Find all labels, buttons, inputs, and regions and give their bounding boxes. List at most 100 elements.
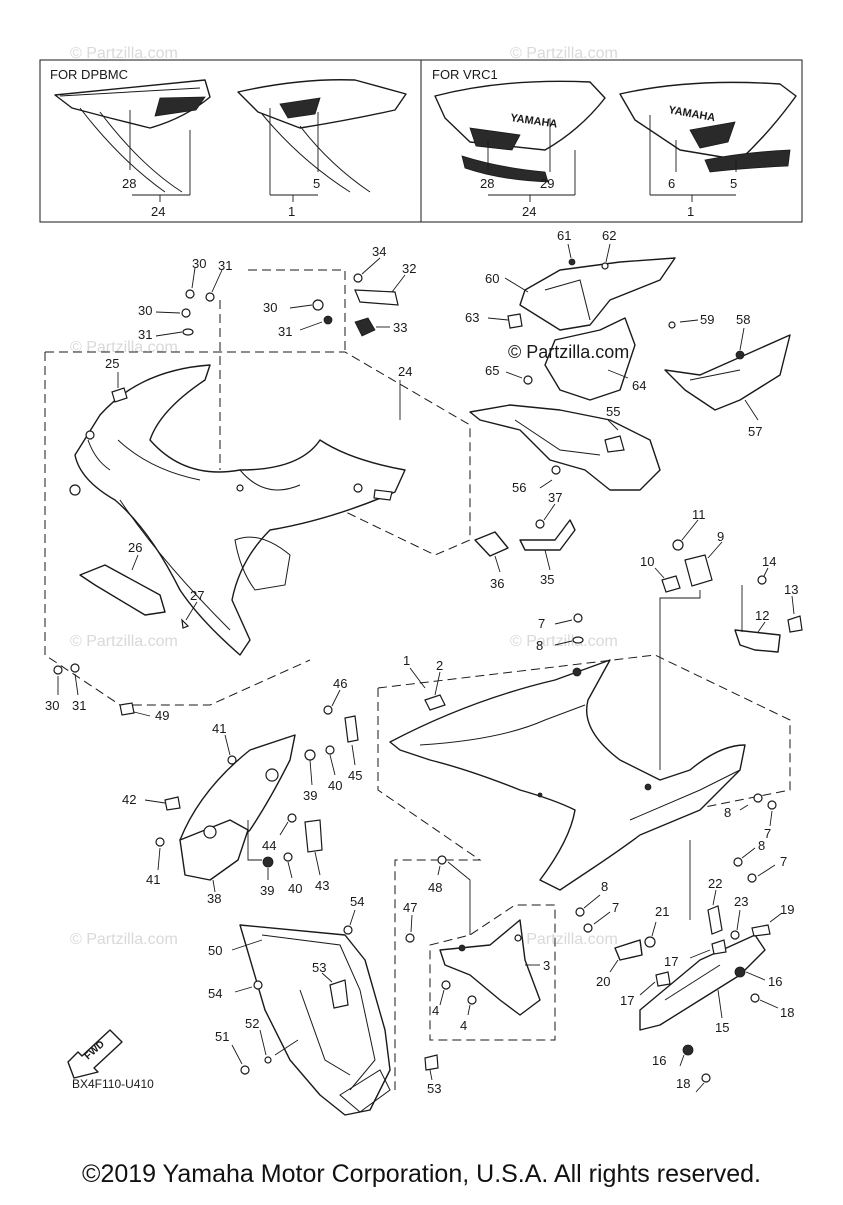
leader — [639, 981, 656, 996]
nut-33 — [354, 317, 376, 337]
leader — [157, 847, 161, 871]
leader — [757, 621, 766, 633]
leader — [269, 108, 319, 202]
screw-41 — [227, 755, 237, 765]
leader — [659, 590, 701, 770]
callout-24: 24 — [398, 364, 412, 379]
grommet — [458, 944, 466, 952]
callout-16: 16 — [768, 974, 782, 989]
bolt-7 — [583, 923, 593, 933]
screw-51 — [240, 1065, 250, 1075]
washer-8 — [753, 793, 763, 803]
callout-11: 11 — [692, 507, 706, 522]
callout-13: 13 — [784, 582, 798, 597]
decal-lower-vrc-left — [461, 155, 549, 183]
bolt-30 — [53, 665, 63, 675]
leader — [745, 971, 766, 981]
clip-53 — [424, 1054, 439, 1071]
washer-8 — [572, 636, 584, 644]
leader — [234, 986, 253, 993]
callout-7: 7 — [780, 854, 787, 869]
callout-41: 41 — [146, 872, 160, 887]
callout-8: 8 — [724, 805, 731, 820]
leader — [429, 1069, 433, 1081]
callout-30: 30 — [138, 303, 152, 318]
cowling-contour — [629, 769, 741, 821]
leader — [717, 989, 723, 1019]
watermark: © Partzilla.com — [510, 931, 618, 948]
callout-45: 45 — [348, 768, 362, 783]
callout-40: 40 — [288, 881, 302, 896]
callout-25: 25 — [105, 356, 119, 371]
callout-10: 10 — [640, 554, 654, 569]
screw-62 — [601, 262, 609, 270]
clip — [373, 489, 393, 501]
washer-40 — [325, 745, 335, 755]
center-watermark: © Partzilla.com — [508, 342, 629, 362]
callout-31: 31 — [218, 258, 232, 273]
callout-50: 50 — [208, 943, 222, 958]
duct-contour — [544, 279, 591, 321]
callout-23: 23 — [734, 894, 748, 909]
screw-4 — [441, 980, 451, 990]
callout-46: 46 — [333, 676, 347, 691]
leader — [554, 640, 573, 646]
duct-cover-64 — [544, 317, 636, 401]
callout-18: 18 — [780, 1005, 794, 1020]
leader — [410, 914, 413, 933]
bracket-9 — [684, 554, 713, 587]
leader — [505, 371, 523, 379]
callout-44: 44 — [262, 838, 276, 853]
callout-12: 12 — [755, 608, 769, 623]
leader — [791, 595, 795, 615]
callout-29: 29 — [540, 176, 554, 191]
leader — [331, 689, 356, 766]
washer-31 — [323, 315, 333, 325]
cowling-contour — [419, 704, 586, 746]
callout-53: 53 — [312, 960, 326, 975]
callout-18: 18 — [676, 1076, 690, 1091]
leader — [133, 711, 151, 717]
duct-55 — [469, 404, 661, 491]
grommet-21 — [644, 936, 656, 948]
callout-16: 16 — [652, 1053, 666, 1068]
callout-8: 8 — [536, 638, 543, 653]
callout-20: 20 — [596, 974, 610, 989]
callout-8: 8 — [601, 879, 608, 894]
callout-28: 28 — [480, 176, 494, 191]
leader — [739, 327, 745, 351]
callout-26: 26 — [128, 540, 142, 555]
callout-31: 31 — [138, 327, 152, 342]
leader — [494, 549, 551, 573]
clip-25 — [111, 387, 128, 403]
callout-35: 35 — [540, 572, 554, 587]
fwd-arrow: FWD — [67, 1029, 123, 1079]
leader — [361, 257, 406, 293]
callout-2: 2 — [436, 658, 443, 673]
screw-61 — [568, 258, 576, 266]
leader — [231, 939, 263, 951]
right-cowling-group: 1 2 7 8 8 7 8 7 8 7 — [377, 613, 791, 1090]
diagram-code: BX4F110-U410 — [72, 1077, 154, 1091]
callout-21: 21 — [655, 904, 669, 919]
callout-31: 31 — [278, 324, 292, 339]
inset-title-dpbmc: FOR DPBMC — [50, 67, 128, 82]
leader — [437, 865, 441, 876]
leader — [247, 820, 262, 861]
bolt-30 — [185, 289, 195, 299]
callout-1: 1 — [288, 204, 295, 219]
leader — [607, 419, 619, 431]
grommet — [203, 825, 217, 839]
grommet — [572, 667, 582, 677]
inner-cover-group: 38 42 41 41 39 40 46 45 39 40 44 43 — [122, 676, 362, 906]
leader — [649, 115, 737, 202]
bracket-12 — [734, 629, 781, 653]
callout-4: 4 — [432, 1003, 439, 1018]
leader — [329, 754, 336, 776]
leader — [679, 319, 699, 323]
screw-23 — [730, 930, 740, 940]
bolt-7 — [747, 873, 757, 883]
callout-63: 63 — [465, 310, 479, 325]
bracket-36 — [474, 531, 509, 557]
small-cover-group: 15 16 16 18 18 17 17 19 20 21 22 23 — [596, 876, 794, 1093]
